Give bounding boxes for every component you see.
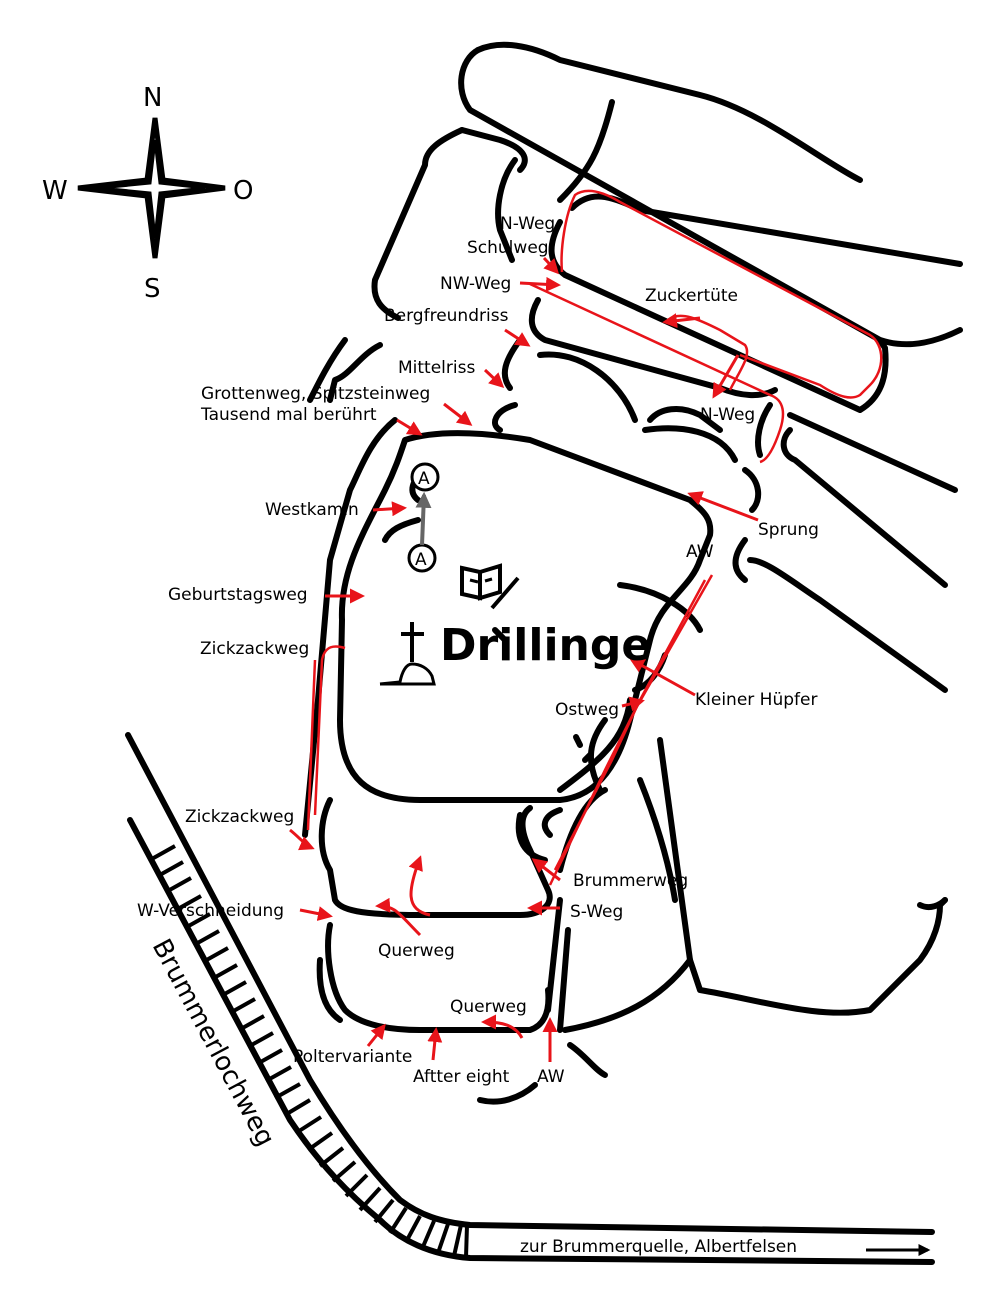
label-aw-1: AW xyxy=(686,542,714,562)
label-querweg-1: Querweg xyxy=(378,941,455,961)
label-kleiner-huepfer: Kleiner Hüpfer xyxy=(695,690,817,710)
summit-marker-bottom-label: A xyxy=(415,550,427,570)
summit-marker-top xyxy=(410,462,440,492)
label-ostweg: Ostweg xyxy=(555,700,619,720)
label-tausend-mal: Tausend mal berührt xyxy=(200,405,377,425)
summit-markers: A A xyxy=(407,462,440,573)
label-zickzackweg-2: Zickzackweg xyxy=(185,807,294,827)
route-labels: N-Weg Schulweg NW-Weg Zuckertüte Bergfre… xyxy=(137,214,819,1087)
route-lines xyxy=(306,189,883,886)
compass-west: W xyxy=(42,176,68,206)
label-after-eight: Aftter eight xyxy=(413,1067,510,1087)
compass-rose-icon: N S W O xyxy=(42,83,253,304)
label-querweg-2: Querweg xyxy=(450,997,527,1017)
label-brummerweg: Brummerweg xyxy=(573,871,688,891)
label-grottenweg: Grottenweg, Spitzsteinweg xyxy=(201,384,430,404)
descent-arrow xyxy=(415,491,432,546)
compass-north: N xyxy=(143,83,162,113)
summit-marker-top-label: A xyxy=(418,469,430,489)
summit-cross-icon xyxy=(379,622,436,686)
label-w-verschneidung: W-Verschneidung xyxy=(137,901,284,921)
street-brummerlochweg: Brummerlochweg xyxy=(146,934,280,1151)
compass-east: O xyxy=(233,176,253,206)
label-s-weg: S-Weg xyxy=(570,902,623,922)
label-bergfreundriss: Bergfreundriss xyxy=(384,306,509,326)
label-nw-weg: NW-Weg xyxy=(440,274,511,294)
label-n-weg-2: N-Weg xyxy=(700,405,755,425)
label-zickzackweg-1: Zickzackweg xyxy=(200,639,309,659)
label-schulweg: Schulweg xyxy=(467,238,549,258)
rock-title: Drillinge xyxy=(440,620,651,671)
label-mittelriss: Mittelriss xyxy=(398,358,475,378)
label-aw-2: AW xyxy=(537,1067,565,1087)
label-poltervariante: Poltervariante xyxy=(293,1047,412,1067)
label-zuckertuete: Zuckertüte xyxy=(645,286,738,306)
label-n-weg-1: N-Weg xyxy=(500,214,555,234)
path-hatching xyxy=(149,844,469,1258)
label-sprung: Sprung xyxy=(758,520,819,540)
street-to-spring: zur Brummerquelle, Albertfelsen xyxy=(520,1237,797,1257)
compass-south: S xyxy=(144,274,161,304)
label-geburtstagsweg: Geburtstagsweg xyxy=(168,585,308,605)
summit-book-icon xyxy=(460,563,520,610)
label-westkamin: Westkamin xyxy=(265,500,359,520)
route-arrows xyxy=(289,256,759,1062)
